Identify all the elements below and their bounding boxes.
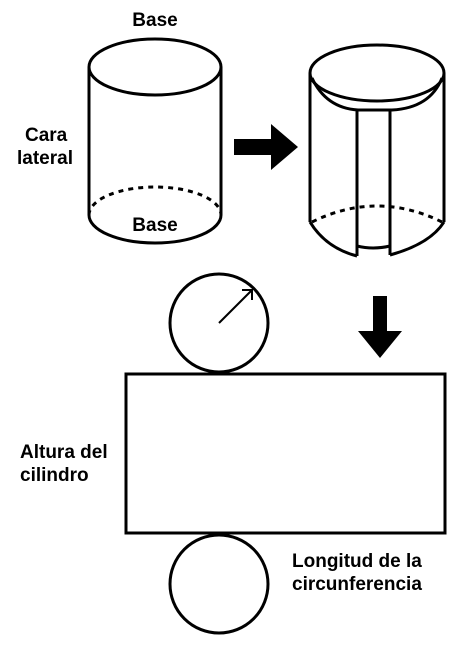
open-cylinder-bottom-left	[308, 221, 358, 258]
radius-line	[218, 289, 253, 324]
cylinder-bottom-front	[87, 214, 223, 245]
top-circle-base	[168, 272, 270, 374]
label-base-top: Base	[132, 10, 177, 31]
label-height-line2: cilindro	[20, 465, 89, 486]
cylinder-bottom-back-dashed	[87, 185, 223, 216]
arrow-down-icon	[358, 296, 402, 358]
opening-cylinder	[308, 43, 446, 258]
open-cylinder-inner-rim	[310, 77, 444, 112]
label-lateral-line2: lateral	[17, 148, 73, 169]
arrow-right-icon	[234, 124, 298, 170]
label-base-bottom: Base	[132, 215, 177, 236]
lateral-face-rectangle	[124, 372, 447, 535]
label-lateral-line1: Cara	[25, 125, 68, 146]
open-cylinder-top	[308, 43, 446, 103]
label-circ-line1: Longitud de la	[292, 551, 422, 572]
cylinder-top-base	[87, 37, 223, 97]
open-cylinder-gap-curve	[356, 244, 391, 250]
radius-arrowhead	[242, 289, 253, 300]
bottom-circle-base	[168, 533, 270, 635]
open-cylinder-bottom-right	[389, 221, 446, 257]
label-circ-line2: circunferencia	[292, 574, 422, 595]
closed-cylinder	[87, 37, 223, 245]
label-height-line1: Altura del	[20, 442, 108, 463]
open-cylinder-bottom-back-dashed	[311, 204, 443, 224]
